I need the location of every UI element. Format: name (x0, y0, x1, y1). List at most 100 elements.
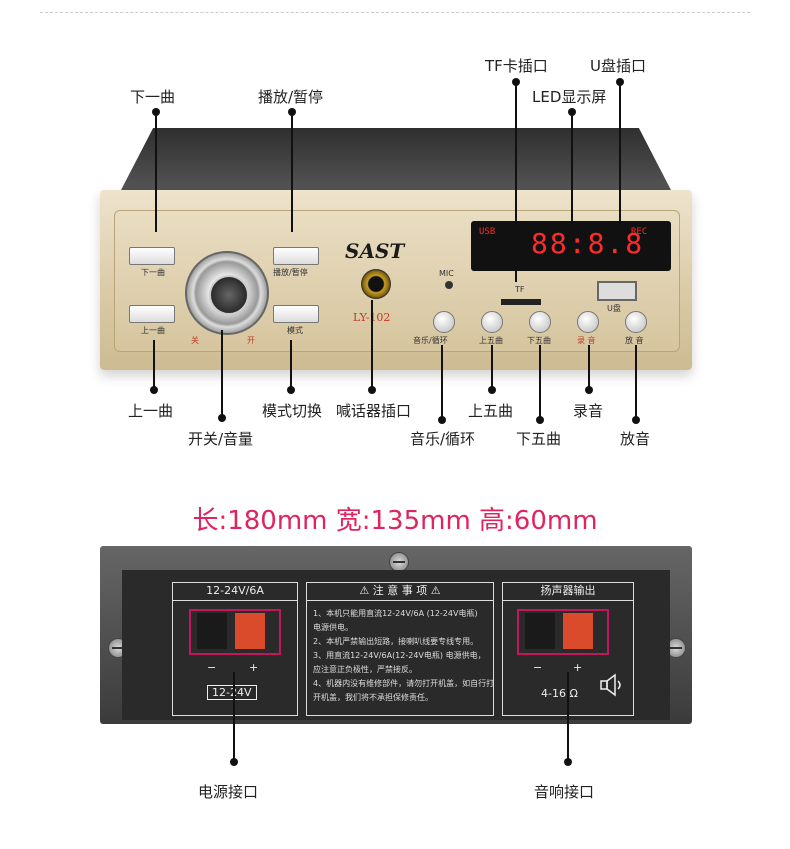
callout-next-five: 下五曲 (516, 430, 562, 448)
device-back: 12-24V/6A − + 12-24V ⚠ 注 意 事 项 ⚠ 1、本机只能用… (100, 546, 692, 724)
callout-prev-five: 上五曲 (468, 402, 514, 420)
prev-five-button[interactable] (481, 311, 503, 333)
leader-dot (585, 386, 593, 394)
front-panel: 下一曲 上一曲 关 开 播放/暂停 模式 SAST LY-102 MIC TF … (114, 210, 680, 352)
tf-label: TF (515, 285, 525, 294)
playback-button[interactable] (625, 311, 647, 333)
leader-dot (616, 78, 624, 86)
power-terminal-positive[interactable] (235, 613, 265, 649)
power-box: 12-24V/6A − + 12-24V (172, 582, 298, 716)
notice-line: 1、本机只能用直流12-24V/6A (12-24V电瓶) (313, 609, 478, 618)
speaker-terminal-negative[interactable] (525, 613, 555, 649)
leader-line (153, 340, 155, 390)
leader-line (221, 330, 223, 418)
callout-tf-slot: TF卡插口 (485, 57, 548, 75)
leader-line (371, 300, 373, 390)
play-pause-button[interactable] (273, 247, 319, 265)
notice-title: ⚠ 注 意 事 项 ⚠ (307, 582, 493, 601)
power-terminal-frame (189, 609, 281, 655)
leader-dot (218, 414, 226, 422)
screw-top (389, 552, 409, 572)
callout-power-volume: 开关/音量 (188, 430, 254, 448)
leader-dot (564, 758, 572, 766)
leader-dot (512, 78, 520, 86)
callout-usb-slot: U盘插口 (590, 57, 646, 75)
usb-label: U盘 (607, 304, 621, 313)
leader-line (588, 345, 590, 390)
power-volume-knob[interactable] (185, 251, 269, 335)
mode-label: 模式 (287, 326, 303, 335)
usb-port[interactable] (597, 281, 637, 301)
callout-mic-jack: 喊话器插口 (336, 402, 412, 420)
speaker-icon (600, 673, 621, 697)
leader-dot (150, 386, 158, 394)
back-panel: 12-24V/6A − + 12-24V ⚠ 注 意 事 项 ⚠ 1、本机只能用… (122, 570, 670, 720)
notice-line: 4、机器内没有维修部件，请勿打开机盖，如自行打 (313, 679, 495, 688)
leader-dot (288, 108, 296, 116)
speaker-plus: + (573, 661, 583, 674)
power-terminal-negative[interactable] (197, 613, 227, 649)
prev-five-label: 上五曲 (479, 336, 503, 345)
next-five-label: 下五曲 (527, 336, 551, 345)
prev-track-button[interactable] (129, 305, 175, 323)
music-loop-label: 音乐/循环 (413, 336, 448, 345)
power-plus: + (249, 661, 259, 674)
leader-dot (368, 386, 376, 394)
notice-line: 电源供电。 (313, 623, 353, 632)
notice-line: 开机盖，我们将不承担保修责任。 (313, 693, 433, 702)
lcd-digits: 88:8.8 (531, 227, 645, 260)
mic-label: MIC (439, 269, 454, 278)
led-display: USB 88:8.8 REC (471, 221, 671, 271)
callout-speaker-port: 音响接口 (534, 783, 595, 801)
callout-power-port: 电源接口 (198, 783, 259, 801)
playback-label: 放 音 (625, 336, 644, 345)
leader-line (539, 345, 541, 420)
leader-line (619, 82, 621, 262)
record-button[interactable] (577, 311, 599, 333)
leader-dot (632, 416, 640, 424)
next-track-label: 下一曲 (141, 268, 165, 277)
notice-text: 1、本机只能用直流12-24V/6A (12-24V电瓶) 电源供电。 2、本机… (313, 607, 494, 705)
notice-line: 应注意正负极性，严禁接反。 (313, 665, 417, 674)
leader-line (515, 82, 517, 282)
mode-button[interactable] (273, 305, 319, 323)
device-top-cover (120, 128, 672, 192)
leader-line (571, 112, 573, 222)
mic-jack[interactable] (361, 269, 391, 299)
tf-card-slot[interactable] (501, 299, 541, 305)
callout-music-loop: 音乐/循环 (410, 430, 476, 448)
music-loop-button[interactable] (433, 311, 455, 333)
prev-track-label: 上一曲 (141, 326, 165, 335)
leader-dot (152, 108, 160, 116)
callout-led-display: LED显示屏 (532, 88, 607, 106)
power-voltage: 12-24V (207, 685, 257, 700)
leader-line (441, 345, 443, 420)
record-label: 录 音 (577, 336, 596, 345)
leader-line (567, 672, 569, 762)
notice-line: 3、用直流12-24V/6A(12-24V电瓶) 电源供电， (313, 651, 486, 660)
leader-line (233, 672, 235, 762)
callout-next-track: 下一曲 (130, 88, 176, 106)
callout-playback: 放音 (620, 430, 651, 448)
play-pause-label: 播放/暂停 (273, 268, 308, 277)
speaker-terminal-frame (517, 609, 609, 655)
next-five-button[interactable] (529, 311, 551, 333)
off-label: 关 (191, 336, 199, 345)
top-divider (40, 12, 750, 13)
on-label: 开 (247, 336, 255, 345)
leader-line (291, 112, 293, 232)
dimensions-text: 长:180mm 宽:135mm 高:60mm (192, 506, 598, 536)
callout-record: 录音 (573, 402, 604, 420)
speaker-terminal-positive[interactable] (563, 613, 593, 649)
device-front: 下一曲 上一曲 关 开 播放/暂停 模式 SAST LY-102 MIC TF … (100, 190, 692, 370)
power-box-title: 12-24V/6A (173, 582, 297, 601)
brand-logo: SAST (345, 239, 405, 263)
leader-dot (536, 416, 544, 424)
callout-play-pause: 播放/暂停 (258, 88, 324, 106)
next-track-button[interactable] (129, 247, 175, 265)
leader-line (290, 340, 292, 390)
leader-dot (568, 108, 576, 116)
lcd-rec-indicator: REC (631, 227, 648, 237)
lcd-usb-indicator: USB (479, 227, 496, 237)
speaker-box-title: 扬声器输出 (503, 582, 633, 601)
